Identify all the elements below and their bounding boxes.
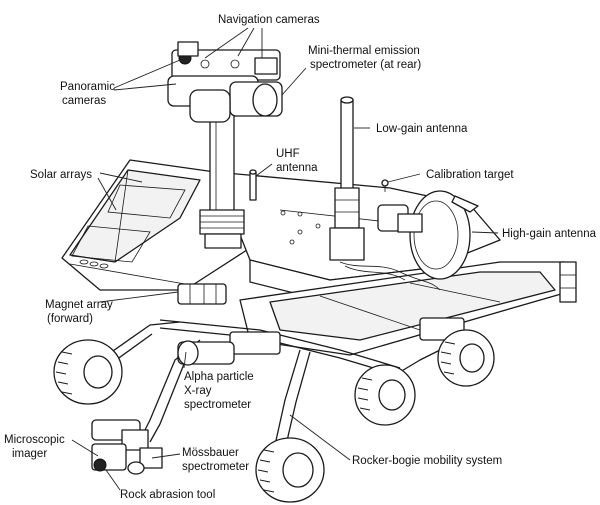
label-microscopic-line1: Microscopic: [4, 434, 65, 446]
label-low-gain-antenna: Low-gain antenna: [376, 123, 468, 135]
label-apxs: Alpha particle X-ray spectrometer: [184, 371, 257, 411]
leader-lines: [71, 27, 499, 491]
label-mossbauer: Mössbauer spectrometer: [182, 447, 249, 473]
label-apxs-line2: X-ray: [184, 385, 212, 397]
label-microscopic-imager: Microscopic imager: [4, 434, 68, 460]
labels: Navigation cameras Mini-thermal emission…: [4, 14, 597, 501]
label-magnet-array: Magnet array (forward): [45, 299, 116, 325]
instrument-turret: [91, 419, 163, 475]
solar-array-right: [239, 261, 577, 356]
label-mini-tes-line1: Mini-thermal emission: [308, 45, 420, 57]
label-magnet-line2: (forward): [47, 313, 93, 325]
label-calibration-target: Calibration target: [426, 169, 514, 181]
label-mossbauer-line2: spectrometer: [182, 461, 249, 473]
label-microscopic-line2: imager: [12, 448, 47, 460]
label-rock-abrasion-tool: Rock abrasion tool: [120, 489, 215, 501]
wheel-rear-right: [437, 329, 495, 387]
label-apxs-line3: spectrometer: [184, 399, 251, 411]
label-mossbauer-line1: Mössbauer: [182, 447, 239, 459]
wheel-middle-left: [354, 364, 416, 426]
label-navigation-cameras: Navigation cameras: [218, 14, 320, 26]
label-high-gain-antenna: High-gain antenna: [502, 228, 597, 240]
low-gain-antenna: [329, 96, 365, 261]
label-uhf-line2: antenna: [276, 162, 318, 174]
label-solar-arrays: Solar arrays: [30, 169, 92, 181]
label-panoramic-line2: cameras: [62, 95, 106, 107]
label-panoramic-cameras: Panoramic cameras: [60, 81, 118, 107]
wheel-front-left: [53, 339, 123, 405]
label-uhf-line1: UHF: [276, 148, 300, 160]
label-panoramic-line1: Panoramic: [60, 81, 115, 93]
label-magnet-line1: Magnet array: [45, 299, 113, 311]
label-apxs-line1: Alpha particle: [184, 371, 254, 383]
magnet-array: [177, 283, 227, 305]
pancam-head: [167, 41, 283, 123]
high-gain-antenna: [377, 190, 479, 280]
label-uhf-antenna: UHF antenna: [276, 148, 318, 174]
uhf-antenna: [249, 169, 257, 201]
label-mini-tes-line2: spectrometer (at rear): [310, 59, 421, 71]
wheel-front-right: [255, 437, 325, 503]
calibration-target: [381, 179, 389, 192]
label-rocker-bogie: Rocker-bogie mobility system: [352, 455, 502, 467]
wiring: [339, 261, 441, 291]
label-mini-tes: Mini-thermal emission spectrometer (at r…: [308, 45, 423, 71]
